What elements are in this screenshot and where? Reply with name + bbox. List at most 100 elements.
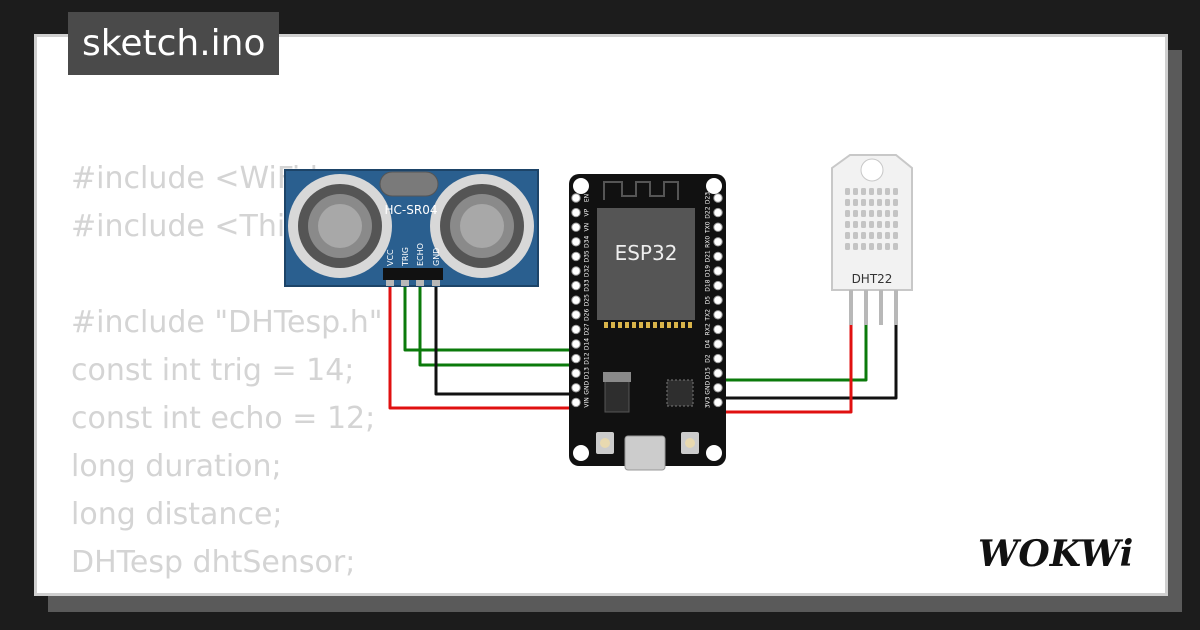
mcu-pin-label: D25 — [584, 294, 591, 306]
mcu-pin-label: TX2 — [705, 309, 712, 322]
ultrasonic-pin-label: TRIG — [401, 247, 410, 267]
mcu-pin-hole[interactable] — [571, 310, 581, 320]
mcu-pin-hole[interactable] — [571, 280, 581, 291]
mcu-pin-hole[interactable] — [713, 383, 723, 393]
ultrasonic-pin-labels: VCC TRIG ECHO GND — [386, 243, 441, 267]
mcu-pin-hole[interactable] — [571, 251, 581, 262]
transducer-left — [288, 174, 392, 278]
mcu-pin-label: D19 — [705, 265, 712, 277]
mcu-pin-hole[interactable] — [713, 266, 723, 276]
wire-dht-vcc[interactable] — [718, 325, 853, 414]
code-line: long duration; — [71, 449, 282, 484]
mcu-pin-hole[interactable] — [571, 368, 581, 378]
mcu-pin-label: EN — [584, 194, 591, 202]
mcu-pin-label: D4 — [705, 340, 712, 349]
ultrasonic-label: HC-SR04 — [385, 203, 438, 217]
module-pads — [604, 322, 692, 328]
ultrasonic-header — [383, 268, 443, 286]
mcu-pin-hole[interactable] — [713, 310, 723, 320]
mcu-pin-hole[interactable] — [713, 280, 723, 291]
wire-dht-data[interactable] — [718, 325, 868, 382]
code-line: long distance; — [71, 497, 283, 532]
wire-echo[interactable] — [418, 282, 576, 367]
wire-gnd-sonar[interactable] — [434, 282, 576, 396]
mcu-pin-label: D15 — [705, 367, 712, 379]
mcu-pin-hole[interactable] — [571, 207, 581, 218]
code-line: const int trig = 14; — [71, 353, 355, 388]
wires — [388, 282, 898, 414]
mcu-pin-hole[interactable] — [571, 353, 581, 364]
mcu-right-pins: D23D22TX0RX0D21D19D18D5TX2RX2D4D2D15GND3… — [705, 192, 723, 408]
dht22-sensor[interactable]: DHT22 — [831, 154, 913, 325]
mcu-pin-hole[interactable] — [713, 339, 723, 349]
mcu-pin-hole[interactable] — [713, 207, 723, 218]
mcu-pin-label: D2 — [705, 354, 712, 363]
voltage-regulator — [603, 372, 631, 413]
code-line: const int echo = 12; — [71, 401, 376, 436]
dht22-label: DHT22 — [852, 272, 893, 286]
code-line: DHTesp dhtSensor; — [71, 545, 356, 580]
mcu-label: ESP32 — [615, 241, 678, 265]
ultrasonic-pin-label: GND — [432, 248, 441, 266]
usb-chip — [666, 379, 694, 407]
mcu-pin-hole[interactable] — [713, 237, 723, 247]
mcu-pin-label: GND — [584, 381, 591, 395]
mcu-pin-label: D26 — [584, 308, 591, 320]
mcu-pin-label: D21 — [705, 250, 712, 262]
mcu-pin-hole[interactable] — [571, 339, 581, 349]
mcu-pin-label: VN — [584, 223, 591, 232]
dht22-legs — [849, 290, 898, 325]
mcu-pin-label: 3V3 — [705, 396, 712, 408]
mcu-pin-hole[interactable] — [571, 383, 581, 393]
mcu-pin-label: D32 — [584, 265, 591, 277]
mcu-pin-label: D27 — [584, 323, 591, 335]
wokwi-logo-text: WOKWi — [978, 533, 1133, 575]
mcu-pin-hole[interactable] — [713, 368, 723, 378]
wire-vcc-sonar[interactable] — [388, 282, 576, 410]
antenna-trace — [603, 181, 679, 200]
mcu-pin-label: D14 — [584, 338, 591, 350]
esp32-board[interactable]: ESP32 ENVPVND34D35D32D33D25D26D27D14D12D… — [569, 174, 726, 471]
transducer-right — [430, 174, 534, 278]
mcu-pin-hole[interactable] — [713, 353, 723, 364]
mcu-pin-hole[interactable] — [713, 397, 723, 408]
mcu-pin-hole[interactable] — [571, 266, 581, 276]
mcu-pin-label: D23 — [705, 192, 712, 204]
mcu-pin-label: TX0 — [705, 221, 712, 234]
mcu-pin-hole[interactable] — [713, 222, 723, 232]
mcu-pin-label: GND — [705, 381, 712, 395]
wire-dht-gnd[interactable] — [718, 325, 898, 400]
mcu-pin-hole[interactable] — [571, 397, 581, 408]
mcu-pin-label: D13 — [584, 367, 591, 379]
wire-trig[interactable] — [403, 282, 576, 352]
mcu-pin-label: D35 — [584, 250, 591, 262]
mcu-pin-label: D33 — [584, 279, 591, 291]
sketch-title: sketch.ino — [68, 12, 280, 75]
mcu-pin-hole[interactable] — [571, 295, 581, 305]
mcu-pin-hole[interactable] — [713, 251, 723, 262]
usb-port[interactable] — [624, 435, 666, 471]
mcu-pin-hole[interactable] — [571, 193, 581, 203]
code-line: #include "DHTesp.h" — [71, 305, 383, 340]
mcu-pin-label: VIN — [584, 397, 591, 407]
mcu-pin-label: D12 — [584, 352, 591, 364]
mcu-pin-hole[interactable] — [571, 237, 581, 247]
ultrasonic-pin-label: VCC — [386, 249, 395, 266]
mcu-pin-hole[interactable] — [713, 295, 723, 305]
dht22-grille — [845, 188, 898, 250]
mcu-pin-hole[interactable] — [571, 222, 581, 232]
ultrasonic-pin-label: ECHO — [416, 243, 425, 266]
mcu-pin-label: RX2 — [705, 323, 712, 335]
mcu-pin-label: D18 — [705, 279, 712, 291]
ultrasonic-sensor[interactable]: HC-SR04 VCC TRIG ECHO GND — [284, 169, 539, 287]
mcu-pin-hole[interactable] — [571, 324, 581, 335]
mcu-pin-label: D22 — [705, 206, 712, 218]
mcu-pin-label: D5 — [705, 296, 712, 305]
mcu-pin-label: D34 — [584, 235, 591, 247]
mcu-pin-hole[interactable] — [713, 324, 723, 335]
mcu-pin-label: VP — [584, 208, 591, 216]
mcu-pin-label: RX0 — [705, 236, 712, 248]
mcu-pin-hole[interactable] — [713, 193, 723, 203]
